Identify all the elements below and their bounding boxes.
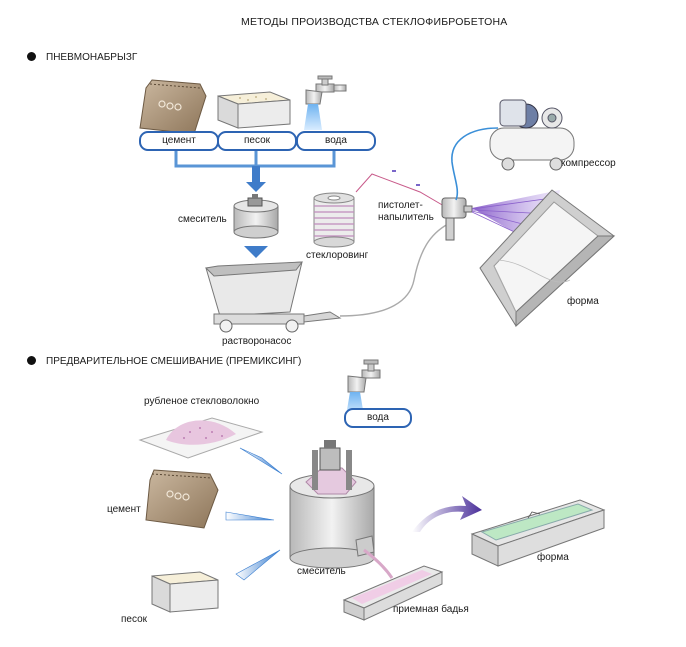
water-label-pill: вода bbox=[296, 131, 376, 151]
section-bullet-2 bbox=[27, 356, 36, 365]
chopped-fiber-pile-icon bbox=[138, 417, 264, 459]
roving-label: стеклоровинг bbox=[306, 250, 369, 261]
cement-bag-icon bbox=[139, 79, 207, 135]
section-heading-spray: ПНЕВМОНАБРЫЗГ bbox=[46, 52, 138, 63]
sand-box-icon bbox=[217, 91, 291, 129]
compressor-label: компрессор bbox=[561, 158, 616, 169]
chopped-fiber-label: рубленое стекловолокно bbox=[144, 396, 260, 407]
form-mold-2-icon bbox=[470, 499, 606, 567]
water-faucet-icon bbox=[304, 75, 347, 130]
mortar-hose-line bbox=[339, 223, 449, 317]
compressor-icon bbox=[489, 99, 575, 171]
arrow-down-to-mixer bbox=[246, 166, 266, 192]
feed-arrows bbox=[225, 447, 283, 581]
cement-bag-2-icon bbox=[145, 469, 219, 529]
mixer-label-2: смеситель bbox=[297, 566, 346, 577]
form-label: форма bbox=[567, 296, 599, 307]
gun-label-line2: напылитель bbox=[378, 212, 434, 223]
diagram-title: МЕТОДЫ ПРОИЗВОДСТВА СТЕКЛОФИБРОБЕТОНА bbox=[241, 16, 508, 28]
water-label-pill-2: вода bbox=[344, 408, 412, 428]
mortar-pump-icon bbox=[204, 261, 342, 333]
mixer-2-icon bbox=[289, 440, 394, 579]
form-mold-icon bbox=[479, 189, 616, 328]
receiving-tub-icon bbox=[342, 565, 444, 621]
mixer-label: смеситель bbox=[178, 214, 227, 225]
fiber-strand-line bbox=[355, 173, 445, 207]
section-bullet-1 bbox=[27, 52, 36, 61]
fiber-guide-markers bbox=[392, 170, 420, 186]
air-hose-line bbox=[451, 127, 499, 201]
curved-arrow bbox=[412, 496, 482, 532]
sand-label-pill: песок bbox=[217, 131, 297, 151]
spray-gun-icon bbox=[441, 197, 473, 241]
pump-label: растворонасос bbox=[222, 336, 292, 347]
cement-label-2: цемент bbox=[107, 504, 141, 515]
sand-box-2-icon bbox=[151, 571, 219, 613]
gun-label-line1: пистолет- bbox=[378, 200, 423, 211]
tub-label: приемная бадья bbox=[393, 604, 469, 615]
arrow-down-to-pump bbox=[244, 246, 268, 258]
cement-label-pill: цемент bbox=[139, 131, 219, 151]
sand-label-2: песок bbox=[121, 614, 148, 625]
section-heading-premix: ПРЕДВАРИТЕЛЬНОЕ СМЕШИВАНИЕ (ПРЕМИКСИНГ) bbox=[46, 356, 302, 367]
mixer-icon bbox=[233, 194, 279, 239]
form-label-2: форма bbox=[537, 552, 569, 563]
roving-spool-icon bbox=[313, 192, 355, 248]
